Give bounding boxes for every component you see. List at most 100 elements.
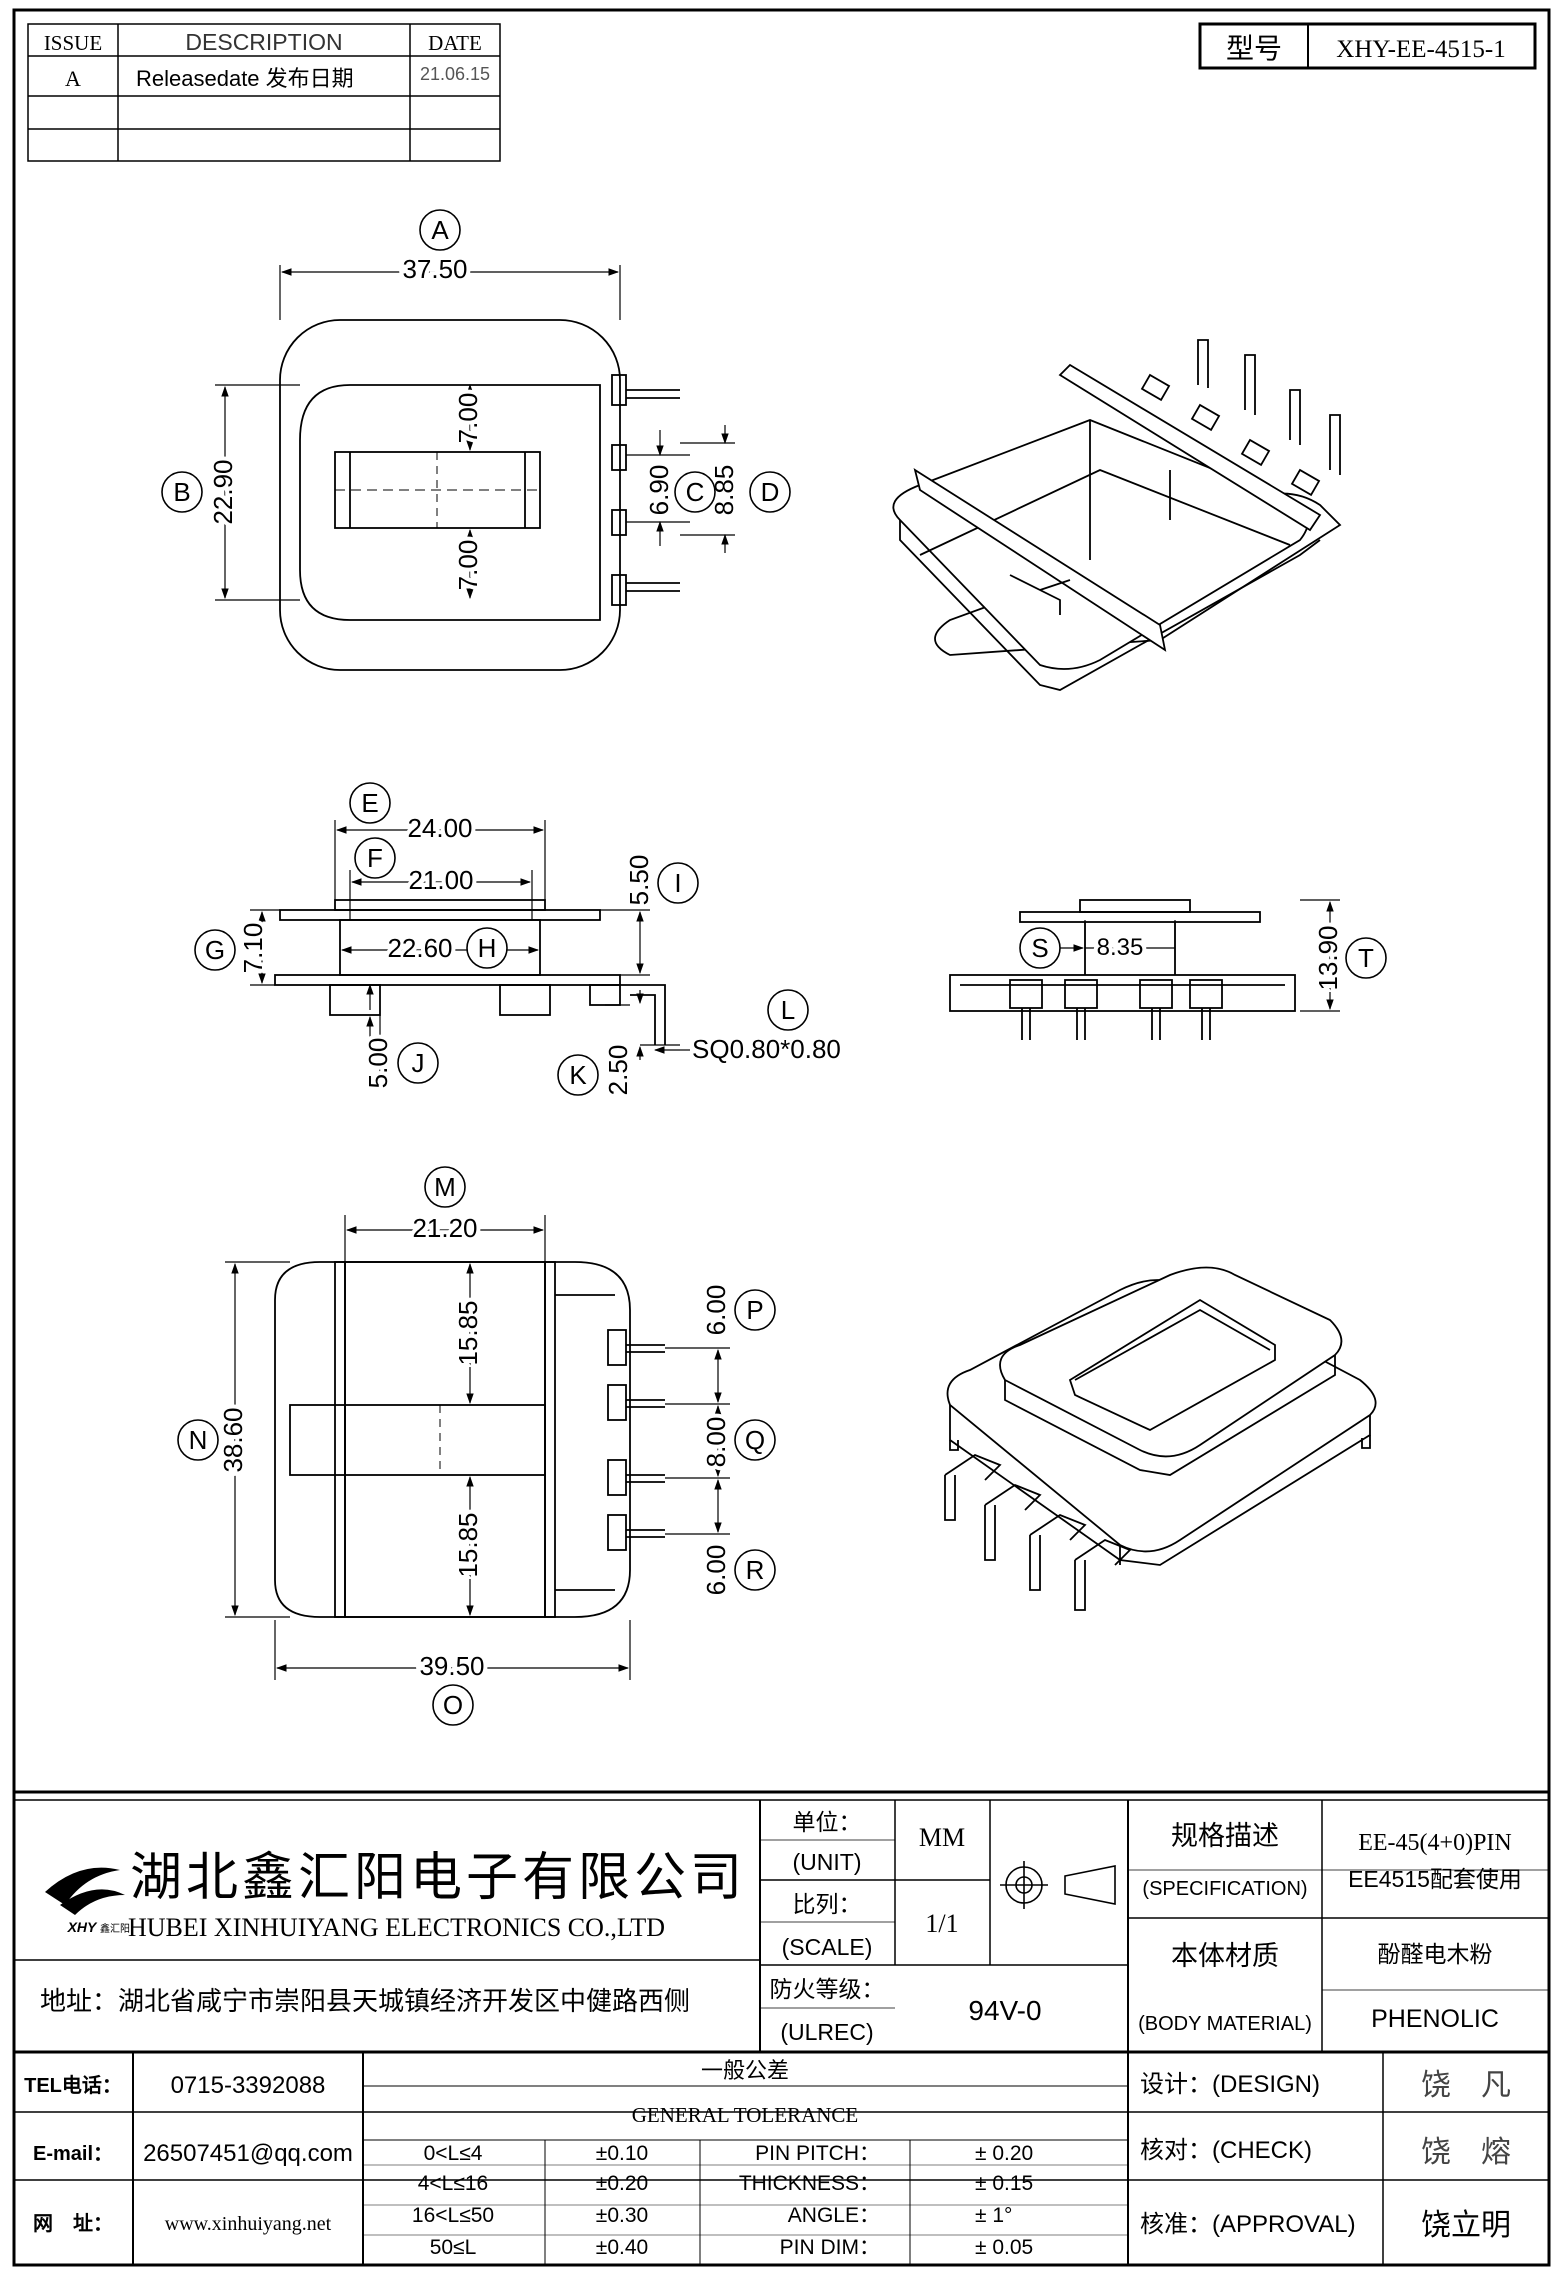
dim-l: SQ0.80*0.80 (692, 1034, 841, 1064)
bottom-view-dimensions (225, 1215, 730, 1680)
dim-k: 2.50 (603, 1045, 633, 1096)
callout-f: F (367, 843, 383, 873)
callout-letters: A B C D E F G H I J K L M N O P Q R S T (173, 215, 1374, 1720)
dim-n: 38.60 (218, 1407, 248, 1472)
material-value-cn: 酚醛电木粉 (1378, 1941, 1493, 1967)
tolerance-param: PIN DIM： (780, 2236, 880, 2259)
unit-label-en: (UNIT) (793, 1849, 862, 1875)
tolerance-title-cn: 一般公差 (701, 2058, 789, 2083)
dim-g: 7.10 (238, 923, 268, 974)
tolerance-param-value: ± 0.15 (975, 2172, 1033, 2195)
callout-b: B (173, 477, 190, 507)
spec-label-en: (SPECIFICATION) (1142, 1878, 1307, 1900)
tolerance-value: ±0.40 (596, 2236, 648, 2259)
callout-d: D (761, 477, 780, 507)
callout-circles (161, 209, 1387, 1726)
callout-m: M (434, 1172, 456, 1202)
dim-a: 37.50 (402, 254, 467, 284)
tolerance-param: THICKNESS： (739, 2172, 880, 2195)
ul-label-en: (ULREC) (780, 2019, 873, 2045)
email-value: 26507451@qq.com (143, 2140, 353, 2167)
dim-j: 5.00 (363, 1038, 393, 1089)
tolerance-param-value: ± 1° (975, 2204, 1012, 2227)
material-label-en: (BODY MATERIAL) (1138, 2013, 1312, 2035)
dim-c: 6.90 (644, 465, 674, 516)
tel-value: 0715-3392088 (171, 2072, 326, 2099)
dim-p: 6.00 (701, 1285, 731, 1336)
tolerance-param: ANGLE： (788, 2204, 880, 2227)
design-label: 设计：(DESIGN) (1140, 2071, 1320, 2098)
check-label: 核对：(CHECK) (1140, 2137, 1312, 2164)
model-box (1198, 22, 1537, 70)
web-label: 网 址： (33, 2212, 113, 2235)
front-view (274, 899, 666, 1045)
tolerance-param-value: ± 0.20 (975, 2142, 1033, 2165)
rev-header-issue: ISSUE (44, 31, 102, 55)
tolerance-param-value: ± 0.05 (975, 2236, 1033, 2259)
spec-label-cn: 规格描述 (1171, 1821, 1279, 1851)
model-label: 型号 (1226, 33, 1282, 64)
callout-h: H (478, 933, 497, 963)
dim-b: 22.90 (208, 459, 238, 524)
company-name-en: HUBEI XINHUIYANG ELECTRONICS CO.,LTD (128, 1913, 665, 1942)
callout-l: L (781, 995, 795, 1025)
top-view-dimensions (215, 265, 735, 601)
callout-p: P (746, 1295, 763, 1325)
dim-n-lower: 15.85 (453, 1512, 483, 1577)
approval-name: 饶立明 (1421, 2209, 1511, 2242)
drawing-border (12, 8, 1551, 2267)
side-view-dimensions (1060, 899, 1340, 1012)
dim-m: 21.20 (412, 1213, 477, 1243)
rev-row-date: 21.06.15 (420, 64, 490, 84)
dim-q: 8.00 (701, 1417, 731, 1468)
callout-g: G (205, 935, 225, 965)
model-number: XHY-EE-4515-1 (1336, 36, 1505, 63)
tolerance-value: ±0.30 (596, 2204, 648, 2227)
top-view (279, 319, 680, 671)
dim-t: 13.90 (1313, 925, 1343, 990)
callout-i: I (674, 868, 681, 898)
side-view (949, 899, 1296, 1040)
dim-s: 8.35 (1097, 934, 1144, 961)
callout-s: S (1031, 933, 1048, 963)
callout-e: E (361, 788, 378, 818)
isometric-view-bottom (944, 1266, 1377, 1611)
callout-r: R (746, 1555, 765, 1585)
dim-i: 5.50 (624, 855, 654, 906)
design-name: 饶 凡 (1421, 2069, 1511, 2102)
dim-o: 39.50 (419, 1651, 484, 1681)
tolerance-range: 4<L≤16 (418, 2172, 489, 2195)
web-value: www.xinhuiyang.net (165, 2213, 332, 2235)
dim-b-lower: 7.00 (453, 540, 483, 591)
rev-row-description: Releasedate 发布日期 (136, 66, 354, 91)
callout-a: A (431, 215, 449, 245)
isometric-view-pins-up (892, 339, 1342, 691)
dim-r: 6.00 (701, 1545, 731, 1596)
company-address: 地址：湖北省咸宁市崇阳县天城镇经济开发区中健路西侧 (40, 1986, 690, 2016)
unit-value: MM (919, 1823, 965, 1852)
rev-header-date: DATE (428, 31, 482, 55)
callout-c: C (686, 477, 705, 507)
tolerance-param: PIN PITCH： (755, 2142, 880, 2165)
spec-value-1: EE-45(4+0)PIN (1358, 1830, 1512, 1856)
rev-row-issue: A (65, 66, 81, 91)
title-block-grid (14, 1790, 1549, 2265)
callout-q: Q (745, 1425, 765, 1455)
ul-label-cn: 防火等级： (770, 1976, 885, 2002)
tolerance-value: ±0.10 (596, 2142, 648, 2165)
spec-value-2: EE4515配套使用 (1348, 1866, 1522, 1892)
material-label-cn: 本体材质 (1171, 1941, 1279, 1971)
tolerance-value: ±0.20 (596, 2172, 648, 2195)
tolerance-range: 0<L≤4 (424, 2142, 483, 2165)
rev-header-description: DESCRIPTION (185, 29, 342, 55)
dim-e: 24.00 (407, 813, 472, 843)
dim-f: 21.00 (408, 865, 473, 895)
scale-value: 1/1 (925, 1909, 958, 1938)
projection-symbol-icon (1000, 1861, 1116, 1909)
callout-t: T (1358, 943, 1374, 973)
material-value-en: PHENOLIC (1371, 2005, 1499, 2033)
callout-n: N (189, 1425, 208, 1455)
logo-text: XHY (67, 1919, 98, 1935)
check-name: 饶 熔 (1421, 2136, 1511, 2169)
